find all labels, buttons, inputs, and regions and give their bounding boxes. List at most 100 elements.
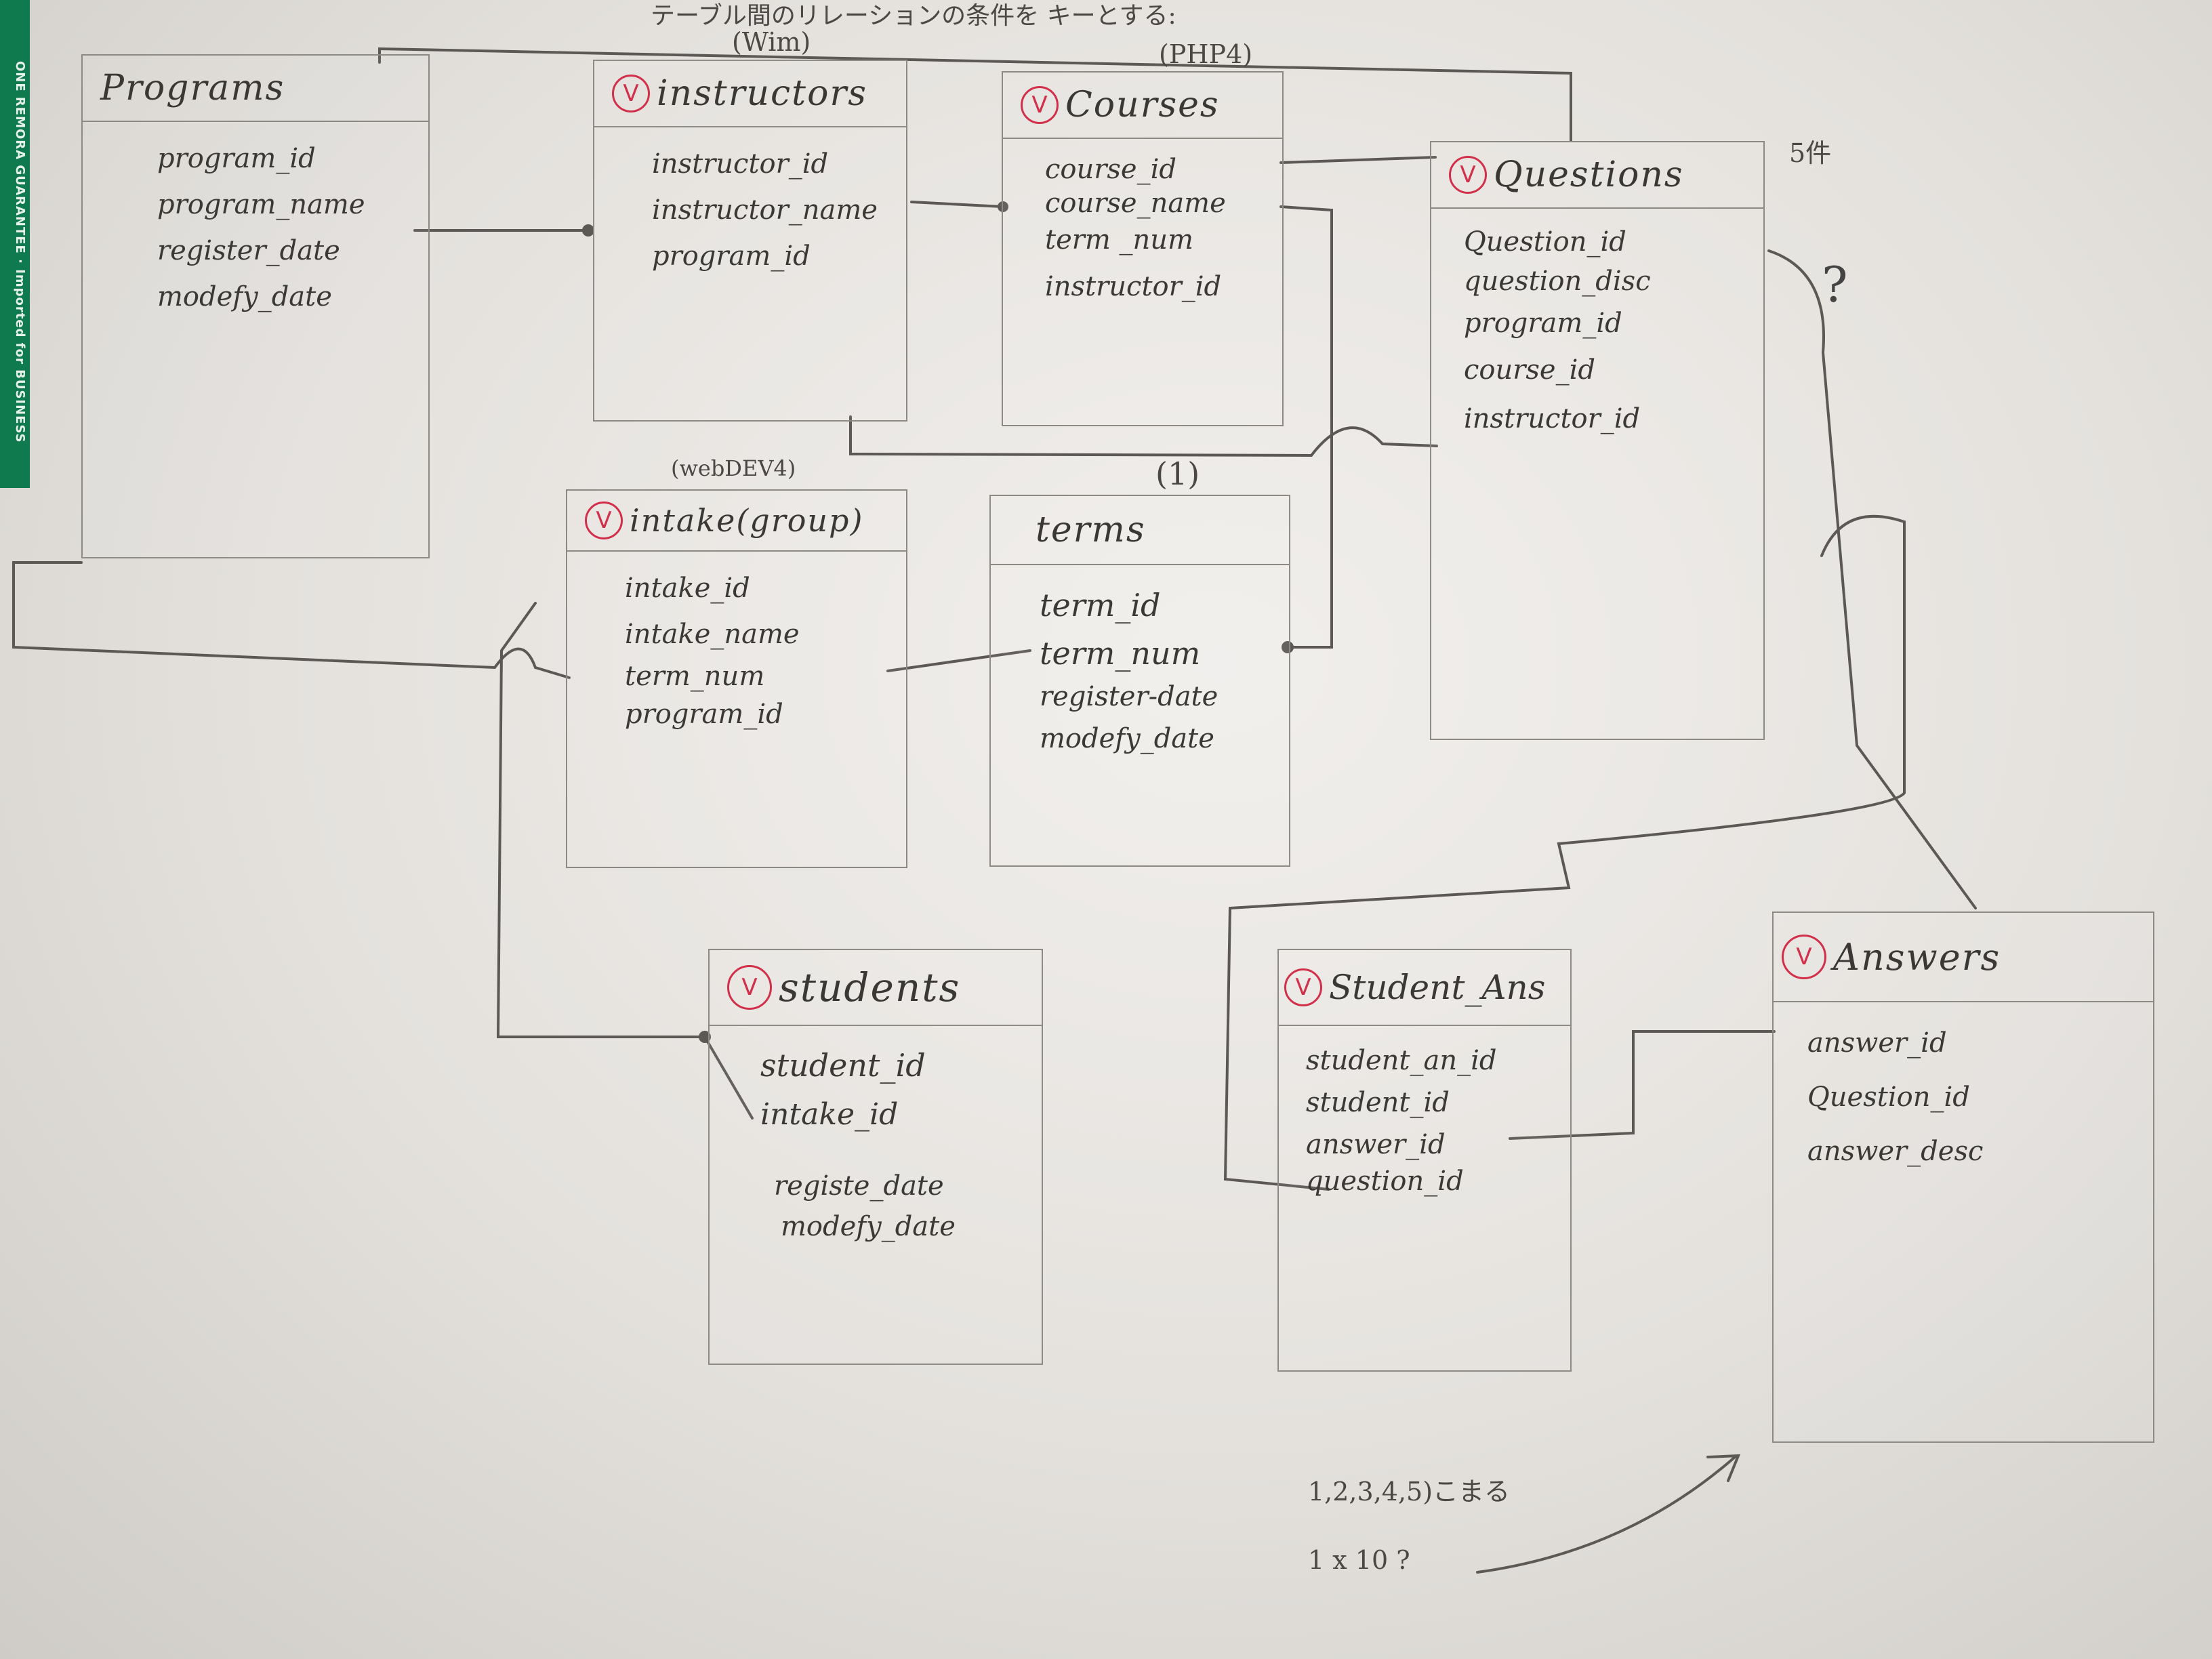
line-intake-students	[496, 602, 706, 1038]
line-terms-courses	[1279, 205, 1333, 649]
field-list: student_id intake_id registe_date modefy…	[710, 1026, 1042, 1247]
annotation-instructors: (Wim)	[732, 27, 811, 57]
line-instructors-courses	[910, 201, 1004, 208]
field-list: instructor_id instructor_name program_id	[594, 127, 906, 279]
annotation-questions: 5件	[1789, 138, 1832, 168]
question-mark: ?	[1822, 256, 1848, 313]
field-list: term_id term_num register-date modefy_da…	[991, 565, 1289, 759]
field: course_id	[1464, 354, 1595, 386]
field-list: student_an_id student_id answer_id quest…	[1279, 1026, 1570, 1197]
table-header: terms	[991, 496, 1289, 565]
table-title: intake(group)	[630, 502, 864, 539]
bottom-note-1: 1,2,3,4,5)こまる	[1308, 1477, 1511, 1507]
table-questions: V Questions Question_id question_disc pr…	[1430, 141, 1765, 740]
table-header: V instructors	[594, 61, 906, 127]
field-list: intake_id intake_name term_num program_i…	[567, 552, 906, 733]
line-questions-studentans	[1223, 514, 1906, 1191]
field: student_an_id	[1306, 1045, 1497, 1076]
line-courses-questions	[1279, 156, 1437, 164]
table-header: V Student_Ans	[1279, 950, 1570, 1026]
field: modefy_date	[1040, 723, 1214, 754]
check-mark-icon: V	[727, 965, 772, 1010]
table-title: students	[779, 964, 961, 1010]
table-title: terms	[1036, 510, 1146, 550]
field: question_id	[1306, 1166, 1464, 1197]
table-header: V Courses	[1003, 73, 1282, 139]
table-instructors: V instructors instructor_id instructor_n…	[593, 60, 907, 422]
line-intake-terms	[886, 649, 1031, 672]
field: instructor_id	[652, 148, 829, 180]
field: program_id	[652, 241, 811, 272]
field: modefy_date	[157, 281, 332, 312]
table-students: V students student_id intake_id registe_…	[708, 949, 1043, 1365]
table-title: Student_Ans	[1329, 968, 1546, 1007]
table-header: Programs	[83, 56, 428, 122]
table-answers: V Answers answer_id Question_id answer_d…	[1772, 912, 2154, 1443]
connector-dot	[699, 1031, 711, 1043]
field: intake_name	[625, 619, 800, 650]
field-list: program_id program_name register_date mo…	[83, 122, 428, 320]
field: register_date	[157, 235, 340, 266]
line-questions-answers	[1767, 249, 1977, 909]
field: answer_id	[1306, 1129, 1446, 1160]
table-student-ans: V Student_Ans student_an_id student_id a…	[1277, 949, 1572, 1372]
field: instructor_id	[1464, 403, 1641, 434]
field: term_num	[1040, 635, 1201, 672]
line-instructors-questions	[849, 415, 1438, 457]
check-mark-icon: V	[1284, 968, 1322, 1006]
field: term _num	[1045, 224, 1193, 255]
field: program_id	[1464, 308, 1622, 339]
line-programs-intake	[12, 561, 571, 679]
bottom-arrow	[1476, 1454, 1741, 1574]
field: register-date	[1040, 681, 1218, 712]
field: Question_id	[1807, 1082, 1970, 1113]
table-header: V Questions	[1431, 142, 1763, 209]
top-note: テーブル間のリレーションの条件を キーとする:	[651, 2, 1176, 30]
field: answer_desc	[1807, 1136, 1984, 1167]
table-title: Questions	[1494, 155, 1684, 195]
table-title: instructors	[657, 73, 867, 114]
field: question_disc	[1464, 266, 1651, 297]
field: Question_id	[1464, 226, 1626, 258]
annotation-intake: (webDEV4)	[671, 455, 796, 481]
field: student_id	[760, 1047, 926, 1084]
connector-dot	[582, 224, 594, 237]
annotation-terms: (1)	[1155, 455, 1200, 492]
field: instructor_name	[652, 194, 878, 226]
check-mark-icon: V	[1021, 86, 1059, 124]
annotation-courses: (PHP4)	[1159, 39, 1253, 69]
field: intake_id	[625, 573, 750, 604]
field: program_id	[157, 143, 316, 174]
bottom-note-2: 1 x 10 ?	[1308, 1545, 1410, 1575]
check-mark-icon: V	[1782, 935, 1826, 979]
field: program_name	[157, 189, 365, 220]
table-title: Programs	[100, 68, 285, 108]
line-courses-top	[378, 47, 1572, 142]
field: modefy_date	[781, 1211, 956, 1242]
book-edge-text: ONE REMORA GUARANTEE · Imported for BUSI…	[13, 61, 27, 443]
field: intake_id	[760, 1097, 899, 1132]
field: registe_date	[774, 1170, 944, 1202]
field: course_id	[1045, 154, 1176, 185]
field: instructor_id	[1045, 271, 1222, 302]
table-courses: V Courses course_id course_name term _nu…	[1002, 71, 1284, 426]
field-list: course_id course_name term _num instruct…	[1003, 139, 1282, 314]
green-book-edge: ONE REMORA GUARANTEE · Imported for BUSI…	[0, 0, 30, 488]
field-list: Question_id question_disc program_id cou…	[1431, 209, 1763, 443]
field: course_name	[1045, 188, 1226, 219]
field-list: answer_id Question_id answer_desc	[1774, 1002, 2153, 1179]
table-header: V Answers	[1774, 913, 2153, 1002]
field: student_id	[1306, 1087, 1450, 1118]
check-mark-icon: V	[1449, 156, 1487, 194]
connector-dot	[998, 201, 1008, 212]
check-mark-icon: V	[585, 501, 623, 539]
table-terms: terms term_id term_num register-date mod…	[989, 495, 1290, 867]
table-title: Courses	[1065, 85, 1220, 125]
field: program_id	[625, 699, 783, 730]
connector-dot	[1282, 641, 1294, 653]
field: term_id	[1040, 587, 1161, 623]
table-programs: Programs program_id program_name registe…	[81, 54, 430, 558]
field: term_num	[625, 661, 765, 692]
